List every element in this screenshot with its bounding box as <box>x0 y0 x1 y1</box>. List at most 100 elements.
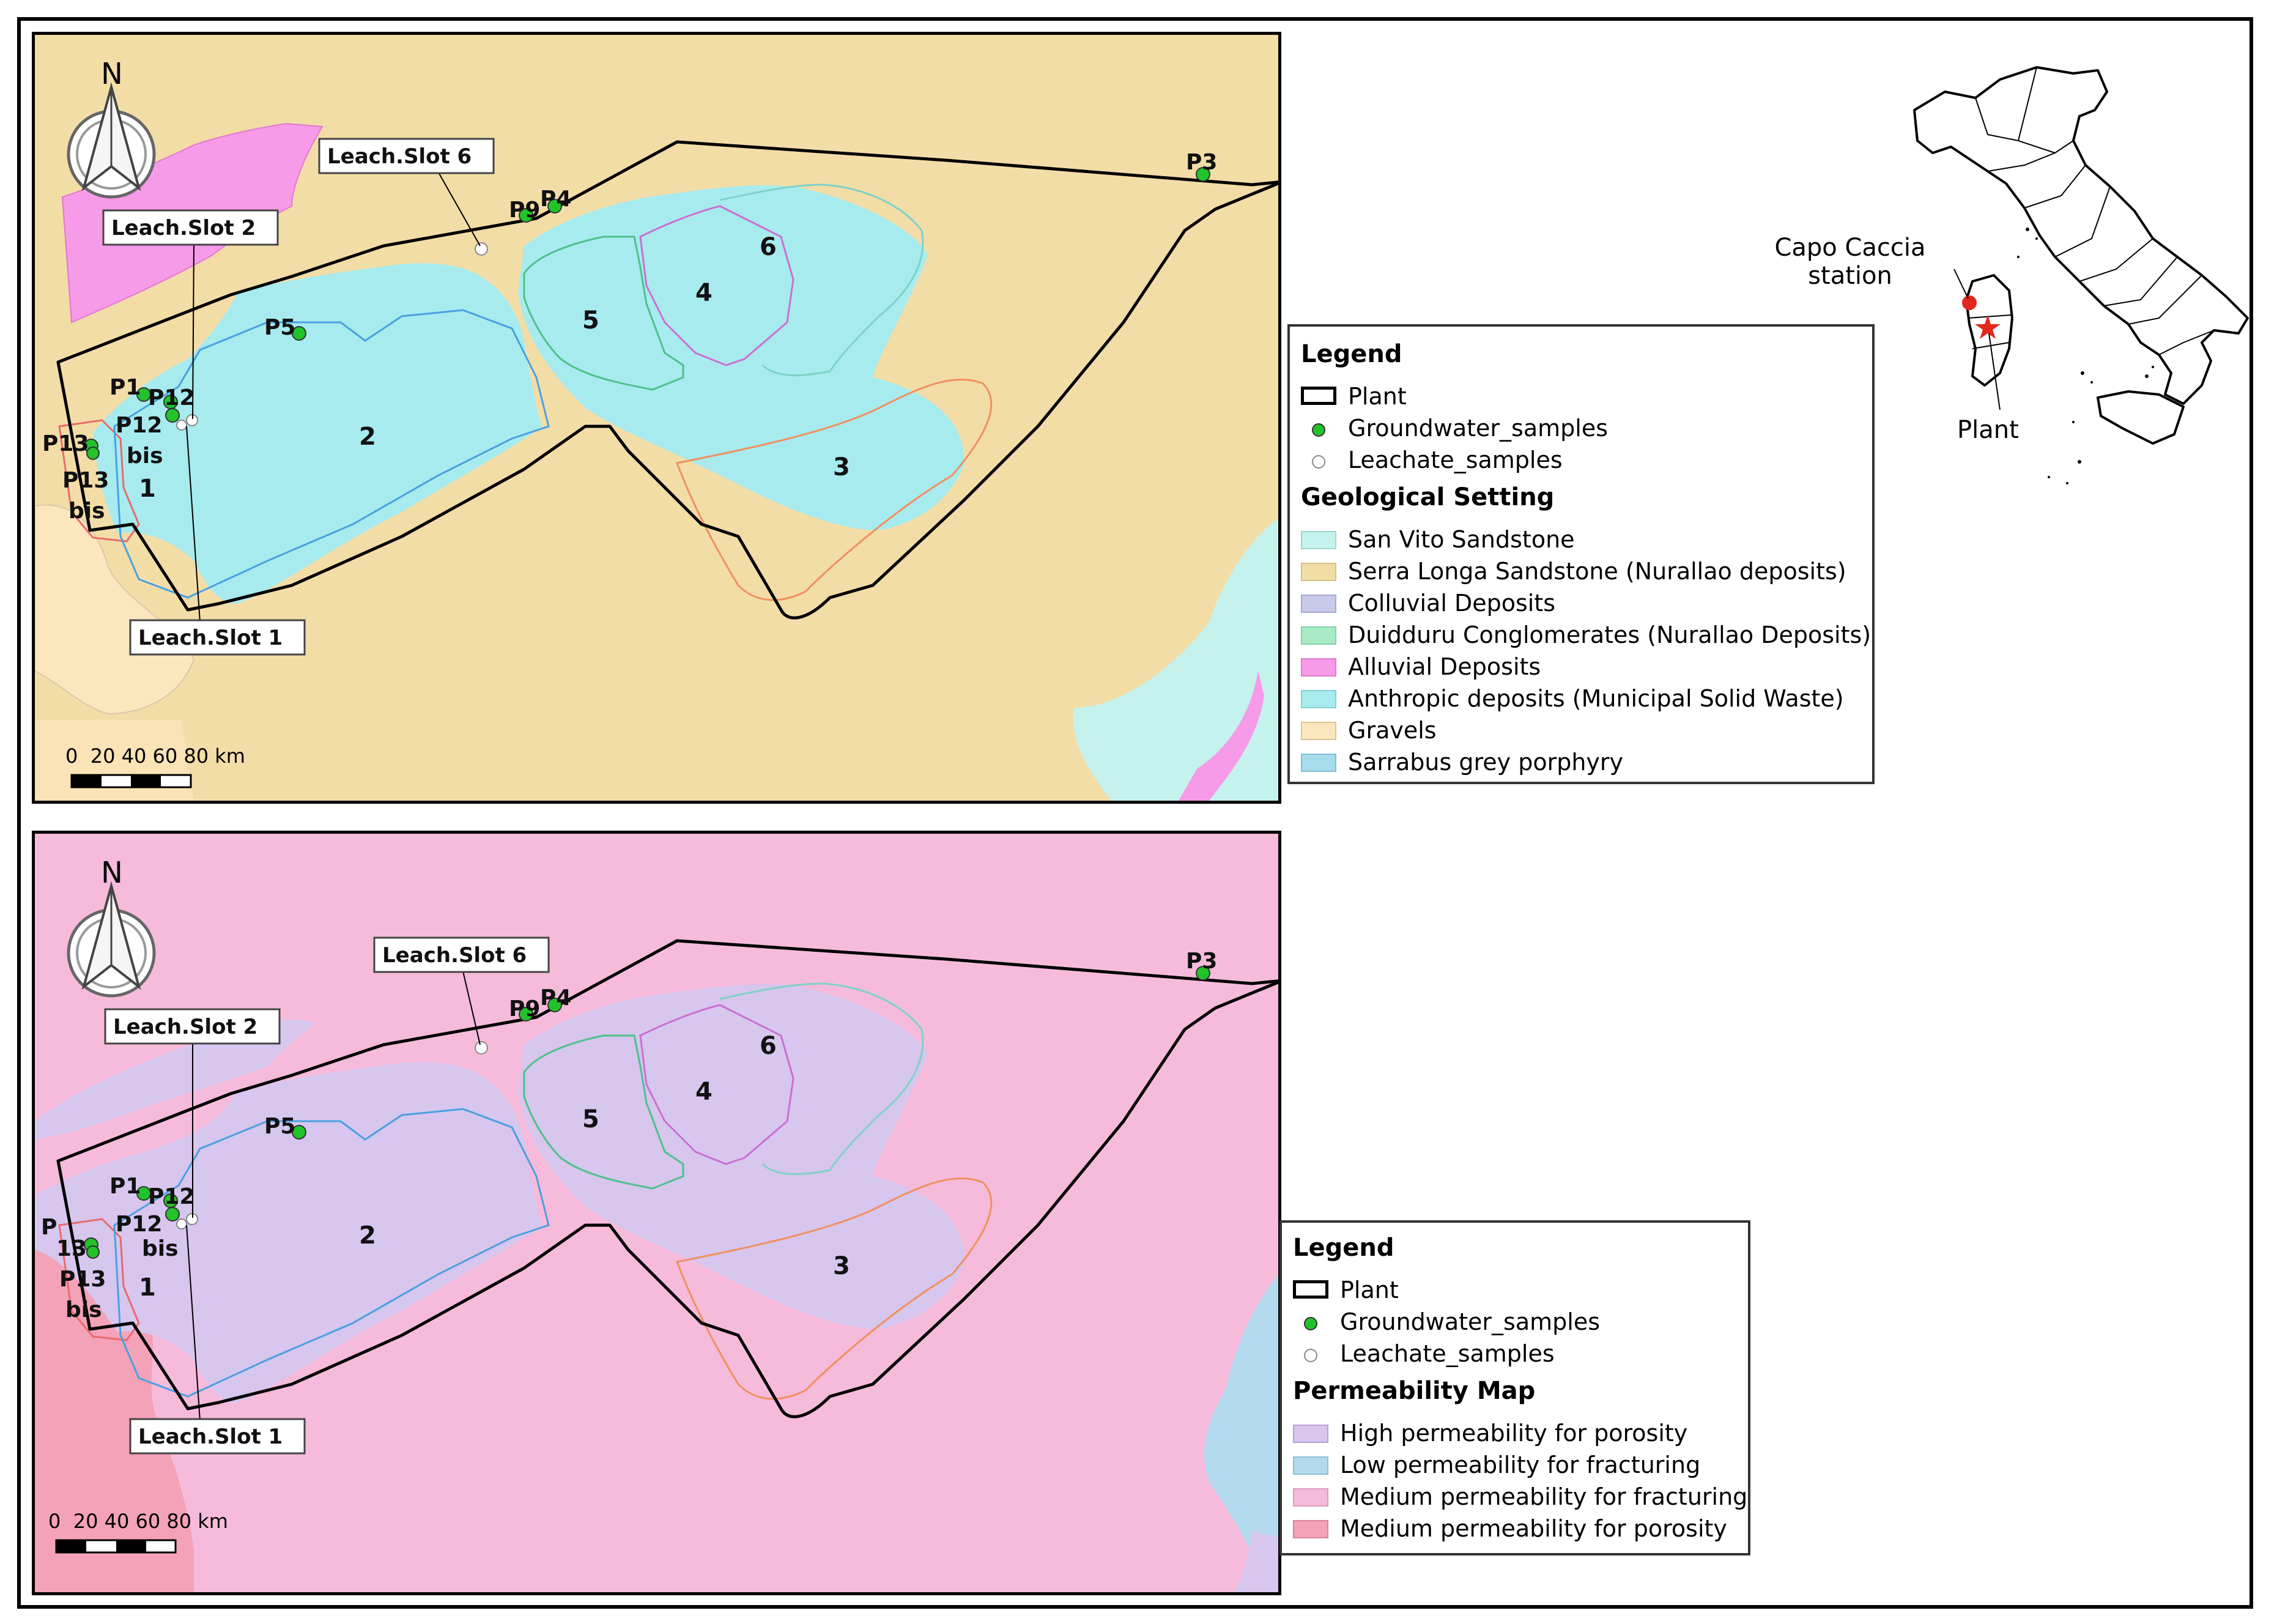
legend-item-2: Medium permeability for fracturing <box>1340 1483 1748 1510</box>
legend-item-7: Sarrabus grey porphyry <box>1348 749 1624 776</box>
legend-item-4: Alluvial Deposits <box>1348 653 1541 680</box>
legend-groundwater-label: Groundwater_samples <box>1348 415 1608 442</box>
well-label-p4: P4 <box>540 985 571 1010</box>
high-porosity-area-right <box>1234 1531 1278 1592</box>
slot4-outline <box>639 1004 794 1165</box>
legend-item-5: Anthropic deposits (Municipal Solid Wast… <box>1348 685 1844 712</box>
well-label-p13-line1: P <box>41 1215 57 1240</box>
slot4-outline <box>639 205 794 366</box>
legend-item-2: Colluvial Deposits <box>1348 590 1556 617</box>
well-p4[interactable] <box>547 199 562 213</box>
callout-slot6: Leach.Slot 6 <box>327 144 472 169</box>
legend-section-title: Geological Setting <box>1301 483 1555 511</box>
well-p9[interactable] <box>519 208 533 223</box>
leachate-sample-slot2[interactable] <box>186 414 198 426</box>
legend-leachate-label: Leachate_samples <box>1348 447 1563 473</box>
well-label-p1: P1 <box>109 375 141 400</box>
well-label-p9: P9 <box>509 198 540 223</box>
callout-slot1: Leach.Slot 1 <box>138 1425 283 1449</box>
scale-label: 0 20 40 60 80 km <box>65 744 245 768</box>
well-label-p5: P5 <box>264 1114 295 1139</box>
leader-slot1 <box>186 426 201 623</box>
well-label-p13-line2: 13 <box>56 1236 87 1261</box>
well-p1[interactable] <box>136 387 151 402</box>
well-label-p13bis-line2: bis <box>65 1297 102 1322</box>
slot5-outline <box>523 1034 684 1190</box>
callout-box-slot1 <box>129 1418 306 1455</box>
well-label-p13bis-line1: P13 <box>59 1267 106 1292</box>
leachate-sample-slot6[interactable] <box>475 242 488 256</box>
well-p4[interactable] <box>547 998 562 1012</box>
groundwater-swatch <box>1304 1317 1317 1330</box>
slot-label-2: 2 <box>359 423 376 451</box>
scale-label: 0 20 40 60 80 km <box>48 1510 228 1533</box>
islands <box>2017 228 2154 484</box>
permeability-map-canvas: N 1 2 3 4 5 6 Leach.Slot 6 Leach.Slot 2 … <box>35 856 1278 1592</box>
legend-item-3: Duidduru Conglomerates (Nurallao Deposit… <box>1348 621 1872 648</box>
station-leader <box>1953 269 1969 299</box>
anthropic-area-east <box>518 185 964 530</box>
station-marker[interactable] <box>1962 295 1977 310</box>
medium-porosity-area <box>35 1199 194 1592</box>
legend-title: Legend <box>1293 1234 1394 1262</box>
well-label-p3: P3 <box>1186 949 1217 974</box>
groundwater-swatch <box>1312 423 1325 437</box>
well-p1[interactable] <box>136 1186 151 1201</box>
well-p12bis[interactable] <box>165 1207 180 1222</box>
geology-map[interactable]: N 1 2 3 4 5 6 Leach.Slot 6 Leach.Slot 2 … <box>32 32 1281 804</box>
anthropic-swatch <box>1301 690 1336 708</box>
legend-leachate-label: Leachate_samples <box>1340 1340 1555 1367</box>
well-p5[interactable] <box>292 326 306 341</box>
well-label-p12: P12 <box>148 385 194 410</box>
leachate-sample-slot6[interactable] <box>475 1041 488 1055</box>
leachate-swatch <box>1312 455 1325 469</box>
leader-slot6 <box>462 971 481 1045</box>
gravels-swatch <box>1301 722 1336 740</box>
slot-label-1: 1 <box>139 475 156 503</box>
slot1-outline <box>58 419 140 543</box>
slot-label-4: 4 <box>695 1078 713 1106</box>
well-p5[interactable] <box>292 1125 306 1140</box>
well-p12bis[interactable] <box>165 408 180 423</box>
san-vito-area-right <box>1073 518 1278 801</box>
callout-slot2: Leach.Slot 2 <box>111 216 256 240</box>
plant-marker[interactable] <box>1975 315 2001 339</box>
slot-label-6: 6 <box>760 1032 777 1060</box>
well-p13bis[interactable] <box>86 1245 100 1259</box>
well-label-p13bis-line2: bis <box>68 499 105 524</box>
leachate-sample-slot1[interactable] <box>176 1218 187 1229</box>
well-p9[interactable] <box>519 1007 533 1021</box>
callout-slot2: Leach.Slot 2 <box>113 1015 257 1039</box>
sicily-outline <box>2097 390 2185 445</box>
permeability-map[interactable]: N 1 2 3 4 5 6 Leach.Slot 6 Leach.Slot 2 … <box>32 831 1281 1595</box>
leachate-sample-slot1[interactable] <box>176 420 187 431</box>
legend-permeability: Legend Plant Groundwater_samples Leachat… <box>1279 1220 1750 1555</box>
well-label-p12bis-line1: P12 <box>116 1212 162 1237</box>
slot3-outline <box>675 1177 993 1400</box>
legend-plant-label: Plant <box>1348 383 1407 410</box>
scale-bar <box>70 774 192 788</box>
alluvial-area-right <box>1179 671 1264 801</box>
inset-station-line1: Capo Caccia <box>1774 234 1926 262</box>
well-p3[interactable] <box>1196 167 1210 182</box>
callout-slot1: Leach.Slot 1 <box>138 626 283 650</box>
duidduru-swatch <box>1301 626 1336 645</box>
slot-label-4: 4 <box>695 279 713 307</box>
well-label-p9: P9 <box>509 996 540 1021</box>
slot2-outline <box>113 309 550 599</box>
leader-slot2 <box>192 243 194 420</box>
legend-title: Legend <box>1301 340 1402 368</box>
well-p3[interactable] <box>1196 966 1210 981</box>
legend-item-1: Low permeability for fracturing <box>1340 1452 1701 1478</box>
geology-map-canvas: N 1 2 3 4 5 6 Leach.Slot 6 Leach.Slot 2 … <box>35 57 1278 801</box>
leader-slot6 <box>438 172 481 247</box>
callout-box-slot6 <box>373 936 550 973</box>
sarrabus-swatch <box>1301 754 1336 772</box>
well-label-p12bis-line2: bis <box>142 1236 179 1261</box>
legend-groundwater-label: Groundwater_samples <box>1340 1308 1600 1335</box>
north-label: N <box>101 856 123 890</box>
legend-section-title: Permeability Map <box>1293 1377 1536 1405</box>
legend-item-1: Serra Longa Sandstone (Nurallao deposits… <box>1348 558 1846 585</box>
well-p13bis[interactable] <box>86 447 100 460</box>
inset-station-label: Capo Caccia station <box>1774 234 1927 290</box>
